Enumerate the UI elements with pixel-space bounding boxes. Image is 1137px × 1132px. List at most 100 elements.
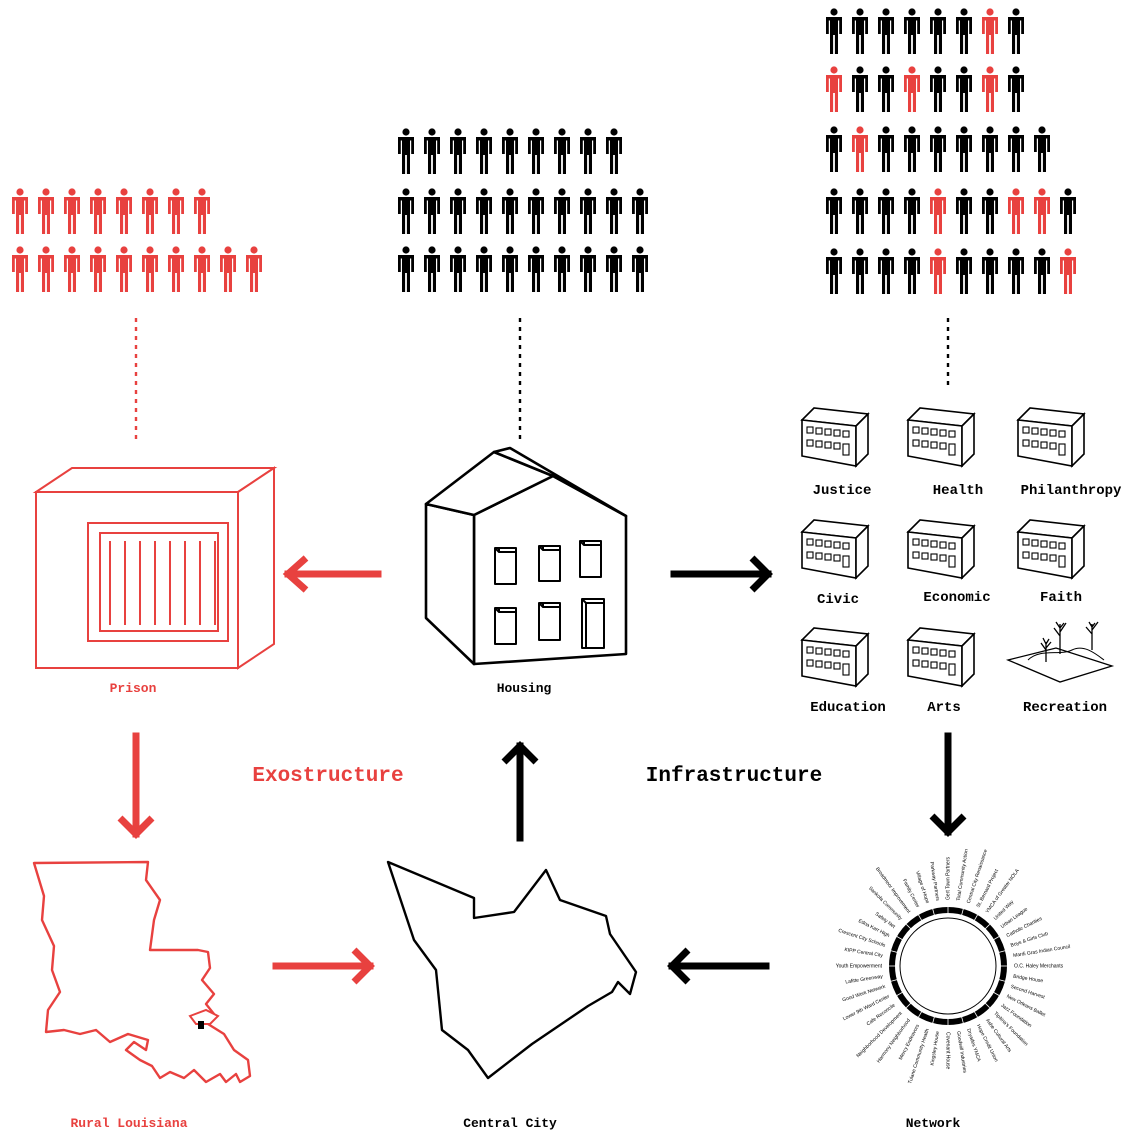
person-icon bbox=[220, 246, 236, 292]
person-icon bbox=[852, 188, 868, 234]
network-ring-tick bbox=[896, 936, 905, 942]
person-icon bbox=[476, 128, 492, 174]
exostructure-heading: Exostructure bbox=[252, 765, 403, 788]
person-icon bbox=[64, 246, 80, 292]
education-building-icon bbox=[801, 627, 869, 687]
person-icon bbox=[528, 188, 544, 234]
health-building-icon bbox=[907, 407, 975, 467]
new-orleans-marker bbox=[198, 1021, 204, 1029]
network-ring-tick bbox=[972, 914, 978, 923]
institution-label-faith: Faith bbox=[1040, 590, 1082, 606]
person-icon bbox=[930, 188, 946, 234]
person-icon bbox=[606, 246, 622, 292]
person-icon bbox=[38, 246, 54, 292]
person-icon bbox=[38, 188, 54, 234]
person-icon bbox=[930, 8, 946, 54]
person-icon bbox=[116, 188, 132, 234]
rural-to-central-city-arrow bbox=[272, 947, 375, 985]
person-icon bbox=[424, 188, 440, 234]
person-icon bbox=[450, 128, 466, 174]
housing-label: Housing bbox=[497, 681, 552, 696]
network-organization-label: Mardi Gras Indian Council bbox=[1013, 944, 1071, 959]
economic-building-icon bbox=[907, 519, 975, 579]
person-icon bbox=[502, 246, 518, 292]
prison-population-icons bbox=[12, 188, 262, 292]
person-icon bbox=[852, 66, 868, 112]
infrastructure-heading: Infrastructure bbox=[646, 765, 822, 788]
person-icon bbox=[878, 126, 894, 172]
network-ring-tick bbox=[905, 923, 913, 931]
person-icon bbox=[904, 188, 920, 234]
central-city-to-housing-arrow bbox=[501, 741, 539, 842]
person-icon bbox=[554, 188, 570, 234]
person-icon bbox=[554, 246, 570, 292]
network-ring-tick bbox=[996, 978, 1006, 982]
person-icon bbox=[1034, 126, 1050, 172]
person-icon bbox=[64, 188, 80, 234]
institutions-to-network-arrow bbox=[929, 732, 967, 837]
person-icon bbox=[982, 248, 998, 294]
network-ring-tick bbox=[890, 950, 900, 954]
person-icon bbox=[956, 188, 972, 234]
housing-population-icons bbox=[398, 128, 648, 292]
person-icon bbox=[878, 248, 894, 294]
person-icon bbox=[398, 188, 414, 234]
network-to-central-city-arrow bbox=[667, 947, 770, 985]
network-ring-tick bbox=[960, 1014, 964, 1024]
person-icon bbox=[424, 128, 440, 174]
person-icon bbox=[424, 246, 440, 292]
person-icon bbox=[194, 246, 210, 292]
person-icon bbox=[826, 188, 842, 234]
person-icon bbox=[956, 248, 972, 294]
person-icon bbox=[852, 8, 868, 54]
rural-louisiana-label: Rural Louisiana bbox=[70, 1116, 187, 1131]
person-icon bbox=[1008, 126, 1024, 172]
person-icon bbox=[904, 126, 920, 172]
institution-label-recreation: Recreation bbox=[1023, 700, 1107, 716]
person-icon bbox=[580, 246, 596, 292]
institution-label-arts: Arts bbox=[927, 700, 961, 716]
institution-buildings bbox=[801, 407, 1115, 687]
person-icon bbox=[878, 8, 894, 54]
person-icon bbox=[632, 246, 648, 292]
network-ring-tick bbox=[918, 914, 924, 923]
housing-to-institutions-arrow bbox=[670, 555, 773, 593]
institution-label-education: Education bbox=[810, 700, 886, 716]
person-icon bbox=[246, 246, 262, 292]
person-icon bbox=[632, 188, 648, 234]
person-icon bbox=[194, 188, 210, 234]
network-ring-tick bbox=[991, 990, 1000, 996]
person-icon bbox=[878, 66, 894, 112]
network-ring-tick bbox=[918, 1009, 924, 1018]
person-icon bbox=[904, 248, 920, 294]
network-ring-tick bbox=[996, 950, 1006, 954]
person-icon bbox=[956, 8, 972, 54]
person-icon bbox=[90, 246, 106, 292]
network-organization-label: Kingsley House bbox=[930, 1031, 941, 1066]
network-organization-label: Total Community Action bbox=[956, 849, 970, 902]
civic-building-icon bbox=[801, 519, 869, 579]
network-organization-label: Goodwill Industries bbox=[955, 1031, 968, 1074]
person-icon bbox=[930, 126, 946, 172]
person-icon bbox=[142, 188, 158, 234]
network-ring-tick bbox=[905, 1001, 913, 1009]
institution-label-civic: Civic bbox=[817, 592, 859, 608]
person-icon bbox=[116, 246, 132, 292]
justice-building-icon bbox=[801, 407, 869, 467]
person-icon bbox=[168, 246, 184, 292]
person-icon bbox=[606, 188, 622, 234]
house-icon bbox=[424, 446, 628, 666]
person-icon bbox=[826, 248, 842, 294]
institution-label-health: Health bbox=[933, 483, 983, 499]
central-city-map-icon bbox=[386, 860, 638, 1080]
person-icon bbox=[476, 246, 492, 292]
network-ring-tick bbox=[896, 990, 905, 996]
network-population-icons bbox=[826, 8, 1076, 294]
institution-label-justice: Justice bbox=[813, 483, 872, 499]
person-icon bbox=[450, 188, 466, 234]
person-icon bbox=[1008, 66, 1024, 112]
person-icon bbox=[1034, 248, 1050, 294]
person-icon bbox=[398, 128, 414, 174]
